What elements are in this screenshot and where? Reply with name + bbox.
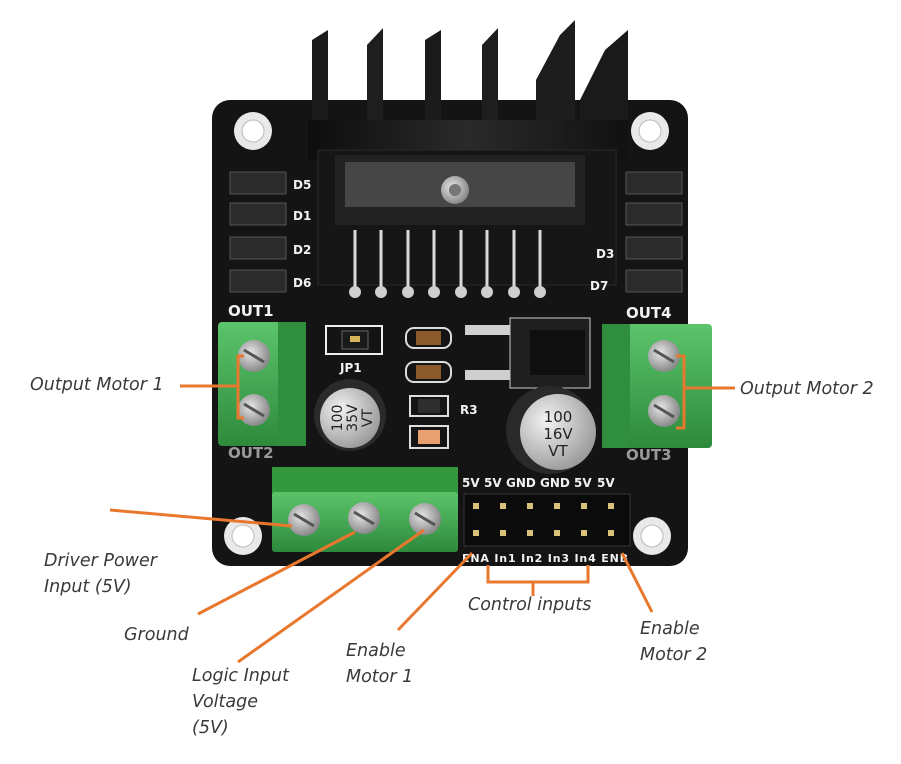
terminal-block-out1-out2 [218,322,306,446]
label-enable-motor-1: Enable Motor 1 [346,638,413,690]
r3-label: R3 [460,403,478,417]
label-line: Voltage [192,692,258,712]
mounting-hole-icon [224,517,262,555]
label-line: Input (5V) [44,577,132,597]
cap-small-type: VT [360,408,376,427]
cap-small-value: 100 [330,405,346,432]
label-line: Enable [346,641,406,661]
terminal-block-power [272,467,458,552]
label-enable-motor-2: Enable Motor 2 [640,616,707,668]
cap-small-voltage: 35V [345,404,361,432]
terminal-block-out3-out4 [602,324,712,448]
header-label-5v: 5V [484,476,502,490]
cap-large-value: 100 [544,408,573,426]
header-label-5v: 5V [574,476,592,490]
jp1-label: JP1 [339,361,362,375]
label-line: Logic Input [192,666,289,686]
diode-label: D2 [293,243,311,257]
diode-label: D7 [590,279,608,293]
mounting-hole-icon [633,517,671,555]
label-line: Driver Power [44,551,157,571]
label-control-inputs: Control inputs [468,595,592,615]
out3-label: OUT3 [626,446,672,464]
cap-large-type: VT [548,442,568,460]
diode-label: D3 [596,247,614,261]
label-driver-power-input: Driver Power Input (5V) [44,548,157,600]
header-label-5v: 5V [597,476,615,490]
label-line: Motor 1 [346,667,414,687]
label-output-motor-2: Output Motor 2 [740,379,874,399]
label-output-motor-1: Output Motor 1 [30,375,164,395]
mounting-hole-icon [234,112,272,150]
diode-label: D5 [293,178,311,192]
chip-solder-pads [349,286,546,298]
diodes-right: D3 D7 [590,171,683,293]
label-ground: Ground [124,625,189,645]
mounting-hole-icon [631,112,669,150]
smd-components: R3 [405,327,478,449]
out4-label: OUT4 [626,304,672,322]
capacitor-35v: 100 35V VT [314,379,386,451]
diodes-left: D5 D1 D2 D6 [229,171,311,293]
label-line: (5V) [192,718,229,738]
header-label-5v: 5V [462,476,480,490]
label-line: Enable [640,619,700,639]
diode-label: D1 [293,209,311,223]
annotation-leader-lines [109,354,735,664]
diode-label: D6 [293,276,311,290]
jumper-jp1: JP1 [325,325,383,375]
out2-label: OUT2 [228,444,274,462]
header-label-gnd: GND [506,476,536,490]
label-line: Motor 2 [640,645,708,665]
header-label-gnd: GND [540,476,570,490]
control-header: 5V 5V GND GND 5V 5V ENA In1 In2 In3 In4 … [462,476,631,565]
out1-label: OUT1 [228,302,274,320]
capacitor-16v: 100 16V VT [506,386,596,474]
header-input-labels: ENA In1 In2 In3 In4 ENB [462,552,628,565]
cap-large-voltage: 16V [543,425,573,443]
heatsink [308,20,628,286]
chip-pins [353,230,542,288]
label-logic-input-voltage: Logic Input Voltage (5V) [192,663,289,741]
